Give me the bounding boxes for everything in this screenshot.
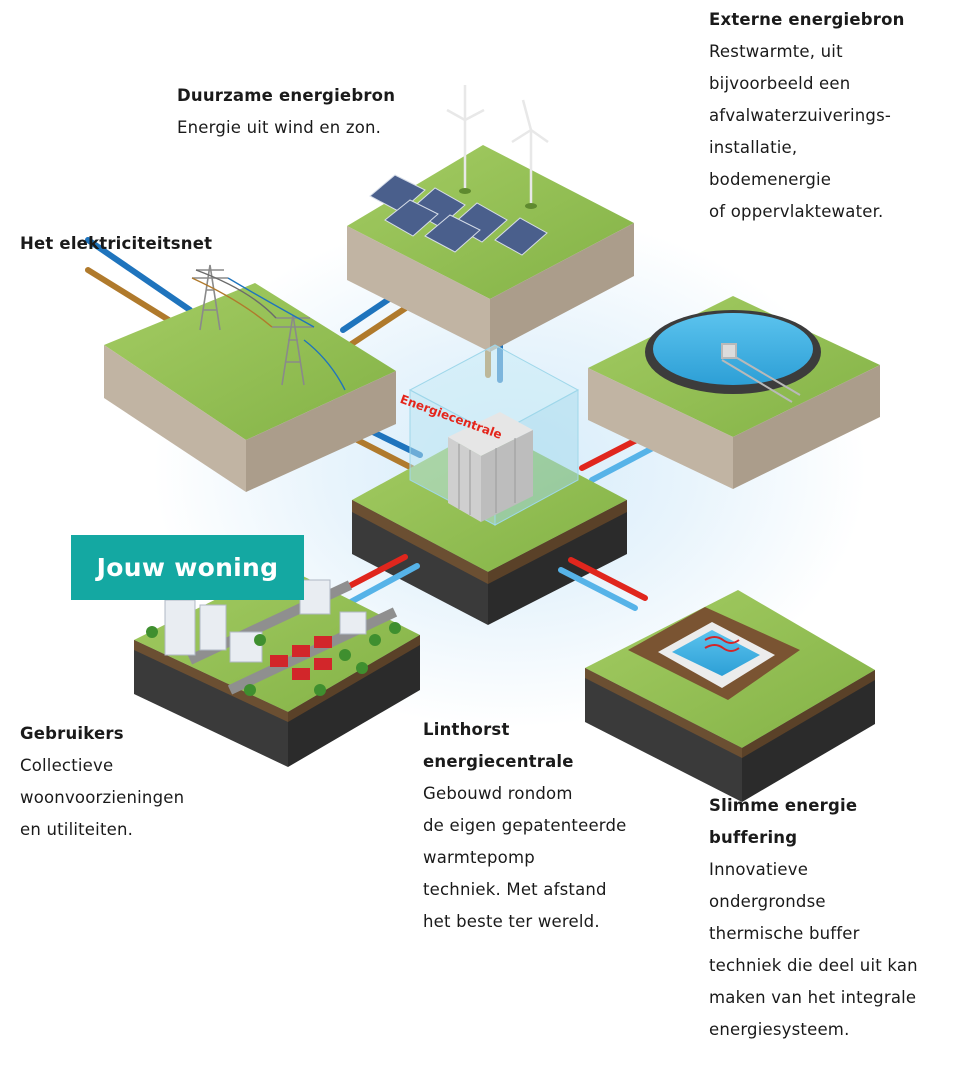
buffer-line: maken van het integrale: [709, 988, 917, 1007]
buffer-line: techniek die deel uit kan: [709, 956, 918, 975]
externe-title: Externe energiebron: [709, 10, 905, 29]
linthorst-title: Linthorst: [423, 720, 510, 739]
externe-line: afvalwaterzuiverings-: [709, 106, 892, 125]
elektriciteitsnet-text: Het elektriciteitsnet: [20, 228, 212, 260]
gebruikers-line: woonvoorzieningen: [20, 788, 185, 807]
houses-icon: [270, 636, 332, 680]
linthorst-line: techniek. Met afstand: [423, 880, 607, 899]
tile-duurzame-energiebron: [347, 85, 634, 352]
power-lines: [191, 269, 346, 391]
gebruikers-line: Collectieve: [20, 756, 114, 775]
net-title: Het elektriciteitsnet: [20, 234, 213, 253]
duurzame-title: Duurzame energiebron: [177, 86, 396, 105]
externe-line: installatie,: [709, 138, 798, 157]
tile-energie-buffer: [585, 590, 875, 802]
tile-elektriciteitsnet: [104, 264, 396, 492]
duurzame-energiebron-text: Duurzame energiebron Energie uit wind en…: [177, 80, 395, 144]
buffer-line: thermische buffer: [709, 924, 860, 943]
buffer-line: ondergrondse: [709, 892, 826, 911]
heat-pump-unit-icon: [448, 412, 533, 522]
gebruikers-title: Gebruikers: [20, 724, 124, 743]
externe-line: bodemenergie: [709, 170, 832, 189]
wind-turbine-icons: [446, 85, 549, 205]
gebruikers-line: en utiliteiten.: [20, 820, 134, 839]
linthorst-line: Gebouwd rondom: [423, 784, 573, 803]
pipes-buffer: [558, 557, 648, 611]
apartment-buildings-icon: [164, 579, 367, 663]
tile-gebruikers: [134, 566, 420, 767]
linthorst-text: Linthorst energiecentrale Gebouwd rondom…: [423, 714, 627, 938]
solar-panel-icons: [369, 174, 548, 256]
buffer-title: Slimme energie: [709, 796, 858, 815]
linthorst-line: de eigen gepatenteerde: [423, 816, 627, 835]
trees-icon: [146, 622, 401, 696]
jouw-woning-badge: Jouw woning: [71, 535, 304, 600]
linthorst-line: warmtepomp: [423, 848, 535, 867]
duurzame-line: Energie uit wind en zon.: [177, 118, 382, 137]
linthorst-line: het beste ter wereld.: [423, 912, 600, 931]
externe-line: of oppervlaktewater.: [709, 202, 884, 221]
buffer-title: buffering: [709, 828, 798, 847]
buffer-line: Innovatieve: [709, 860, 809, 879]
tile-energiecentrale: [352, 344, 627, 625]
tile-externe-energiebron: [588, 296, 880, 489]
externe-energiebron-text: Externe energiebron Restwarmte, uit bijv…: [709, 4, 905, 228]
buffer-line: energiesysteem.: [709, 1020, 850, 1039]
externe-line: Restwarmte, uit: [709, 42, 843, 61]
externe-line: bijvoorbeeld een: [709, 74, 851, 93]
gebruikers-text: Gebruikers Collectieve woonvoorzieningen…: [20, 718, 184, 846]
energie-buffering-text: Slimme energie buffering Innovatieve ond…: [709, 790, 918, 1046]
linthorst-title: energiecentrale: [423, 752, 574, 771]
